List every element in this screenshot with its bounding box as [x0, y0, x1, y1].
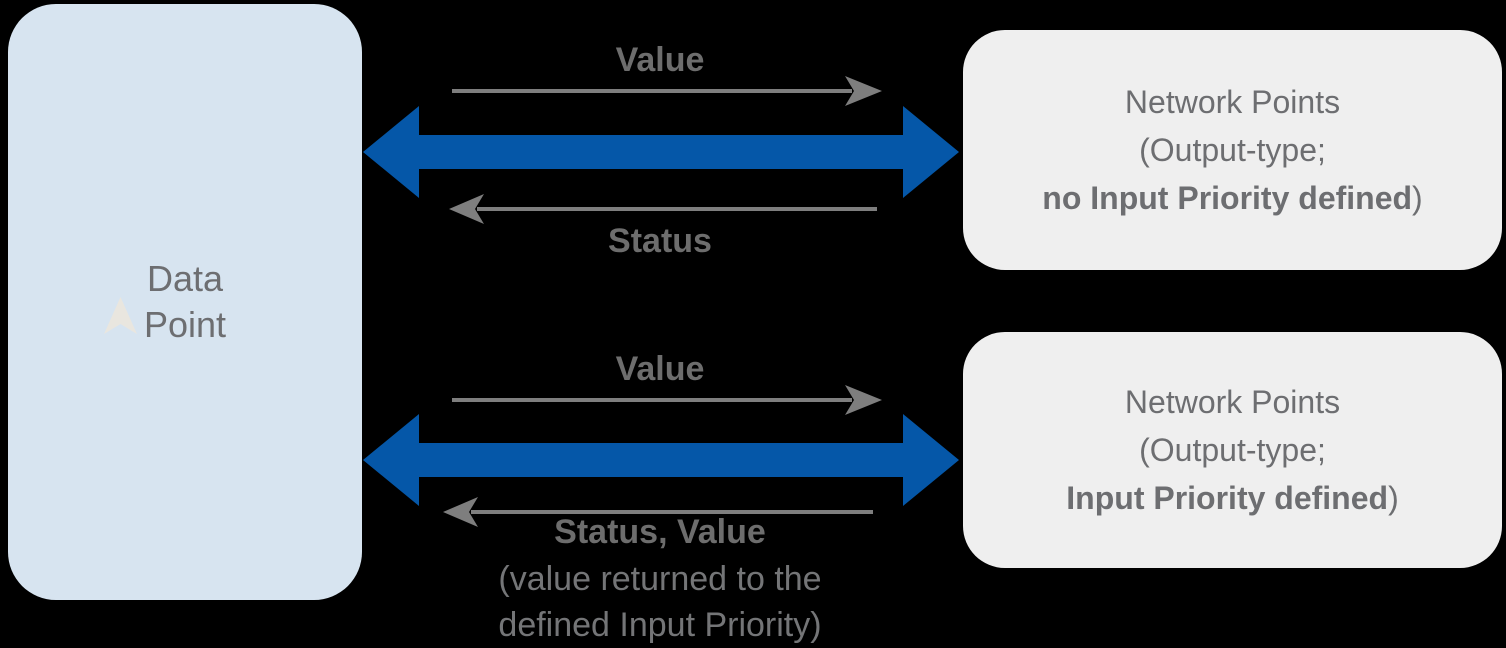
network-node-line3: no Input Priority defined) [1042, 174, 1422, 222]
bottom-return-arrow-icon [443, 497, 873, 527]
bottom-forward-arrow-label: Value [615, 350, 705, 388]
data-point-label-line1: Data [146, 258, 224, 299]
network-node-line3-bold: Input Priority defined [1066, 480, 1389, 516]
data-point-node: Data Point [8, 4, 362, 600]
network-node-line2: (Output-type; [1139, 432, 1326, 468]
top-forward-arrow-label: Value [615, 41, 705, 79]
top-forward-arrow-icon [452, 76, 882, 106]
network-node-line3-tail: ) [1412, 180, 1423, 216]
bottom-bidirectional-arrow-icon [363, 414, 959, 506]
network-points-node-no-priority: Network Points (Output-type; no Input Pr… [963, 30, 1502, 270]
network-node-line3-bold: no Input Priority defined [1042, 180, 1413, 216]
data-point-label-line2: Point [143, 304, 227, 345]
network-points-node-priority-defined: Network Points (Output-type; Input Prior… [963, 332, 1502, 568]
top-return-arrow-label: Status [608, 222, 712, 260]
bottom-forward-arrow-icon [452, 385, 882, 415]
network-node-line3: Input Priority defined) [1066, 474, 1398, 522]
network-node-line1: Network Points [1124, 384, 1341, 420]
bottom-return-arrow-label: Status, Value [554, 513, 766, 551]
top-return-arrow-icon [449, 194, 877, 224]
network-node-line3-tail: ) [1388, 480, 1399, 516]
network-node-line2: (Output-type; [1139, 132, 1326, 168]
bottom-return-caption-line1: (value returned to the [498, 560, 822, 598]
top-bidirectional-arrow-icon [363, 106, 959, 198]
bottom-return-caption-line2: defined Input Priority) [498, 606, 822, 644]
bottom-return-caption: (value returned to the defined Input Pri… [360, 556, 960, 648]
network-node-line1: Network Points [1124, 84, 1341, 120]
mouse-cursor-icon [104, 297, 137, 334]
